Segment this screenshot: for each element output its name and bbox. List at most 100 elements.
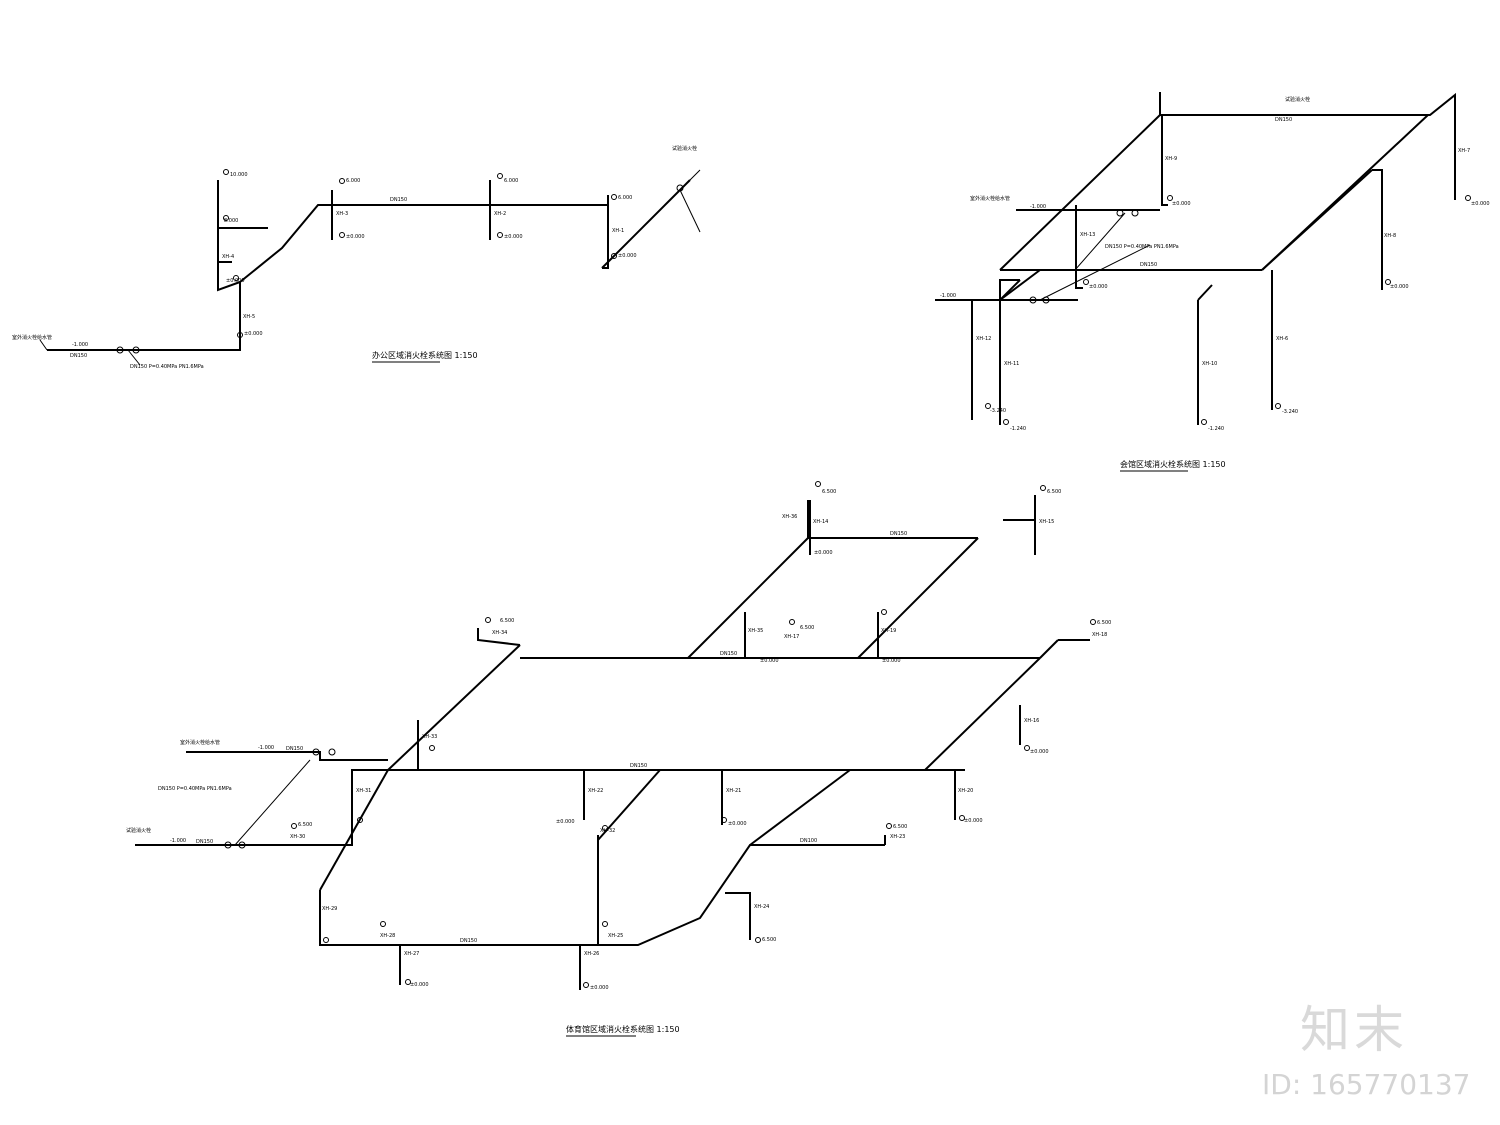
gym-elev-0c: ±0.000 — [882, 658, 901, 664]
office-elev-0d: ±0.000 — [504, 234, 523, 240]
gym-label-xh32: XH-32 — [600, 828, 615, 834]
club-elev-0b: ±0.000 — [1089, 284, 1108, 290]
gym-label-xh33: XH-33 — [422, 734, 437, 740]
gym-label-dn150-b: DN150 — [720, 651, 737, 657]
club-elev-d: -3.240 — [1282, 409, 1298, 415]
gymnasium-hydrant-system: DN150 DN150 DN150 DN150 DN150 DN150 DN10… — [126, 481, 1111, 1037]
office-label-dn150-a: DN150 — [390, 197, 407, 203]
watermark-id: ID: 165770137 — [1262, 1068, 1471, 1101]
club-elev-b: -1.240 — [1010, 426, 1026, 432]
office-note-supply: 室外消火栓给水管 — [12, 334, 52, 341]
office-elev-0e: ±0.000 — [618, 253, 637, 259]
gym-title: 体育馆区域消火栓系统图 1:150 — [566, 1024, 680, 1034]
gym-label-dn150-a: DN150 — [630, 763, 647, 769]
club-note-supply-a: 室外消火栓给水管 — [970, 195, 1010, 202]
club-elev-e: -1.000 — [1030, 204, 1046, 210]
club-label-dn150-mid: DN150 — [1140, 262, 1157, 268]
office-elev-neg1: -1.000 — [72, 342, 88, 348]
club-title: 会馆区域消火栓系统图 1:150 — [1120, 459, 1226, 469]
gym-elev-neg1a: -1.000 — [258, 745, 274, 751]
gym-label-xh24: XH-24 — [754, 904, 769, 910]
gym-label-xh28: XH-28 — [380, 933, 395, 939]
club-label-xh11: XH-11 — [1004, 361, 1019, 367]
gym-label-dn150-d: DN150 — [890, 531, 907, 537]
club-label-xh8: XH-8 — [1384, 233, 1396, 239]
gym-elev-e: 6.500 — [500, 618, 514, 624]
gym-elev-0d: ±0.000 — [1030, 749, 1049, 755]
gym-label-xh35: XH-35 — [748, 628, 763, 634]
gym-elev-b: 6.500 — [1047, 489, 1061, 495]
office-elev-0c: ±0.000 — [346, 234, 365, 240]
clubhouse-hydrant-system: DN150 DN150 XH-9 XH-8 XH-7 XH-6 XH-10 XH… — [935, 92, 1490, 472]
gym-label-xh16: XH-16 — [1024, 718, 1039, 724]
club-elev-0a: ±0.000 — [1172, 201, 1191, 207]
gym-elev-0e: ±0.000 — [964, 818, 983, 824]
gym-label-xh20: XH-20 — [958, 788, 973, 794]
office-elev-6b: 6.000 — [504, 178, 518, 184]
office-elev-8: 8.000 — [224, 218, 238, 224]
club-elev-0d: ±0.000 — [1390, 284, 1409, 290]
gym-label-xh29: XH-29 — [322, 906, 337, 912]
gym-elev-f: 6.500 — [298, 822, 312, 828]
club-elev-a: -3.240 — [990, 408, 1006, 414]
gym-elev-c: 6.500 — [1097, 620, 1111, 626]
gym-note-supply: 室外消火栓给水管 — [180, 739, 220, 746]
gym-label-xh14: XH-14 — [813, 519, 828, 525]
gym-label-xh36: XH-36 — [782, 514, 797, 520]
gym-elev-0i: ±0.000 — [590, 985, 609, 991]
gym-label-xh17: XH-17 — [784, 634, 799, 640]
office-label-xh5: XH-5 — [243, 314, 255, 320]
office-hydrant-system: DN150 DN150 XH-5 XH-4 XH-3 XH-2 XH-1 10.… — [12, 145, 701, 370]
gym-note-test: 试验消火栓 — [126, 827, 151, 834]
gym-elev-0g: ±0.000 — [556, 819, 575, 825]
club-label-dn150-top: DN150 — [1275, 117, 1292, 123]
club-elev-c: -1.240 — [1208, 426, 1224, 432]
gym-label-xh15: XH-15 — [1039, 519, 1054, 525]
office-note-test: 试验消火栓 — [672, 145, 697, 152]
office-elev-0a: ±0.000 — [226, 278, 245, 284]
office-label-dn150-b: DN150 — [70, 353, 87, 359]
club-label-xh10: XH-10 — [1202, 361, 1217, 367]
office-elev-0b: ±0.000 — [244, 331, 263, 337]
gym-elev-d: 6.500 — [800, 625, 814, 631]
gym-label-xh23: XH-23 — [890, 834, 905, 840]
office-elev-6c: 6.000 — [618, 195, 632, 201]
office-label-xh3: XH-3 — [336, 211, 348, 217]
office-elev-6a: 6.000 — [346, 178, 360, 184]
gym-note-valve: DN150 P=0.40MPa PN1.6MPa — [158, 786, 232, 792]
gym-elev-neg1b: -1.000 — [170, 838, 186, 844]
gym-label-dn150-e: DN150 — [286, 746, 303, 752]
gym-elev-0a: ±0.000 — [814, 550, 833, 556]
gym-elev-g: 6.500 — [893, 824, 907, 830]
office-label-xh4: XH-4 — [222, 254, 234, 260]
gym-elev-h: 6.500 — [762, 937, 776, 943]
watermark-brand: 知末 — [1300, 1001, 1408, 1059]
gym-label-xh31: XH-31 — [356, 788, 371, 794]
gym-label-xh22: XH-22 — [588, 788, 603, 794]
club-elev-0c: ±0.000 — [1471, 201, 1490, 207]
gym-label-xh30: XH-30 — [290, 834, 305, 840]
gym-elev-0b: ±0.000 — [760, 658, 779, 664]
gym-label-dn150-c: DN150 — [460, 938, 477, 944]
gym-label-xh27: XH-27 — [404, 951, 419, 957]
office-label-xh1: XH-1 — [612, 228, 624, 234]
club-label-xh6: XH-6 — [1276, 336, 1288, 342]
gym-label-xh34: XH-34 — [492, 630, 507, 636]
gym-label-dn100-a: DN100 — [800, 838, 817, 844]
gym-elev-a: 6.500 — [822, 489, 836, 495]
gym-elev-0f: ±0.000 — [728, 821, 747, 827]
gym-label-xh18: XH-18 — [1092, 632, 1107, 638]
club-note-test: 试验消火栓 — [1285, 96, 1310, 103]
club-label-xh9: XH-9 — [1165, 156, 1177, 162]
office-note-valve: DN150 P=0.40MPa PN1.6MPa — [130, 364, 204, 370]
club-note-valve: DN150 P=0.40MPa PN1.6MPa — [1105, 244, 1179, 250]
gym-label-dn150-f: DN150 — [196, 839, 213, 845]
club-label-xh12: XH-12 — [976, 336, 991, 342]
gym-label-xh26: XH-26 — [584, 951, 599, 957]
club-elev-f: -1.000 — [940, 293, 956, 299]
gym-elev-0h: ±0.000 — [410, 982, 429, 988]
club-label-xh7: XH-7 — [1458, 148, 1470, 154]
gym-label-xh25: XH-25 — [608, 933, 623, 939]
office-title: 办公区域消火栓系统图 1:150 — [372, 350, 478, 360]
